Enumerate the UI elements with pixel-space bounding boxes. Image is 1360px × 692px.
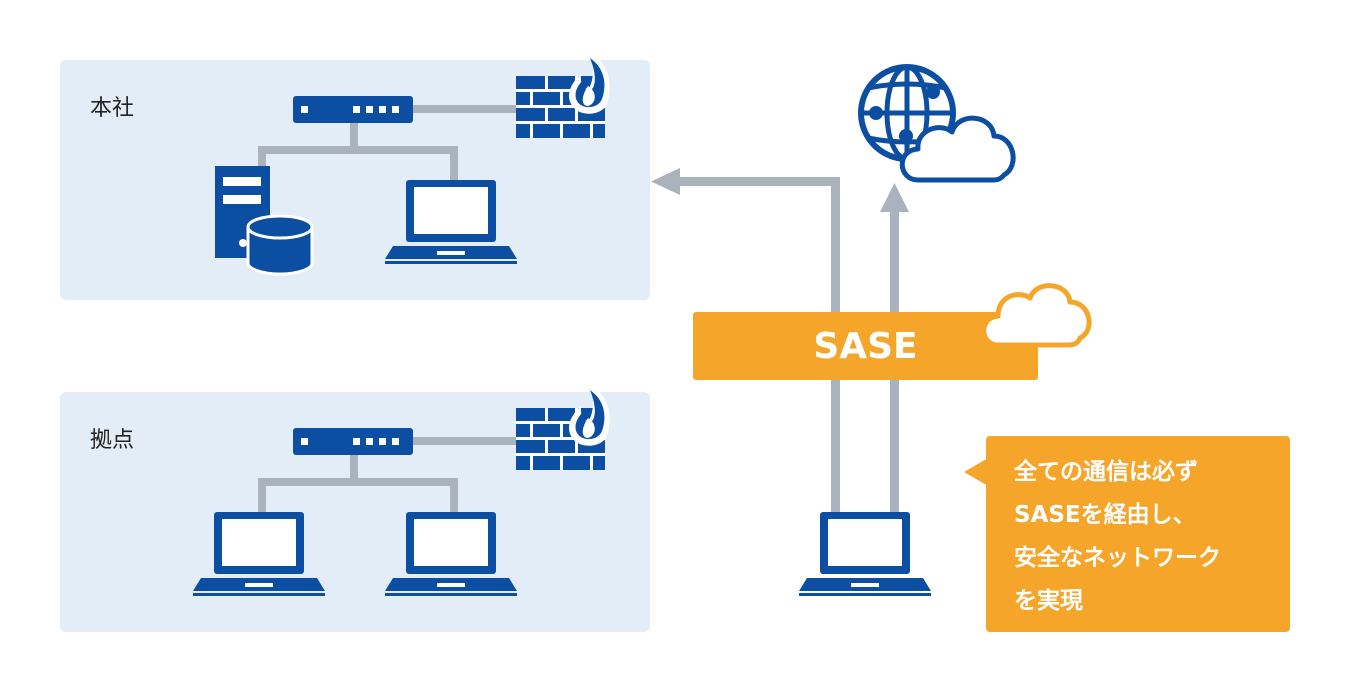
router-icon — [293, 428, 413, 455]
database-icon — [246, 214, 314, 276]
head-office-connectors — [258, 105, 517, 180]
sase-bar — [693, 312, 1038, 380]
branch-label: 拠点 — [90, 428, 135, 453]
cloud-icon — [981, 283, 1092, 348]
cloud-icon — [899, 115, 1016, 183]
callout-text: 全ての通信は必ず SASEを経由し、 安全なネットワーク を実現 — [986, 436, 1290, 632]
laptop-icon — [385, 512, 517, 596]
head-office-panel — [60, 60, 650, 300]
branch-panel — [60, 392, 650, 632]
laptop-icon — [385, 180, 517, 264]
firewall-icon — [516, 384, 610, 470]
callout-box — [964, 436, 1290, 632]
branch-connectors — [258, 437, 517, 512]
callout-line: SASEを経由し、 — [1014, 502, 1196, 528]
laptop-icon — [193, 512, 325, 596]
callout-line: 安全なネットワーク — [1014, 545, 1221, 571]
callout-line: を実現 — [1014, 588, 1083, 614]
head-office-label: 本社 — [90, 96, 135, 121]
callout-line: 全ての通信は必ず — [1014, 459, 1198, 485]
sase-label: SASE — [813, 325, 918, 367]
firewall-icon — [516, 52, 610, 138]
laptop-icon — [799, 512, 931, 596]
router-icon — [293, 96, 413, 123]
